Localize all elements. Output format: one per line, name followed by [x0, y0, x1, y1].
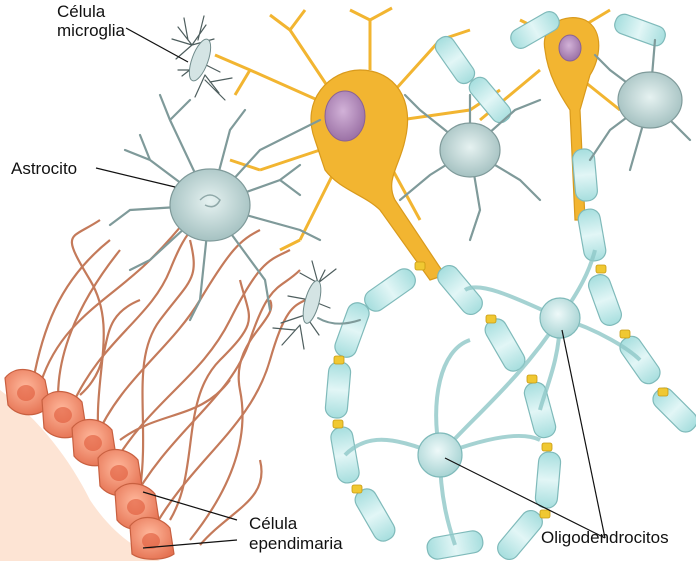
label-oligodendrocytes: Oligodendrocitos: [541, 528, 669, 548]
label-ependymal-line1: Célula: [249, 514, 297, 534]
neuron-cells: [215, 8, 620, 280]
label-astrocyte: Astrocito: [11, 159, 77, 179]
microglia-leader-line: [126, 28, 188, 62]
label-ependymal-line2: ependimaria: [249, 534, 343, 554]
label-microglia-line1: Célula: [57, 2, 105, 22]
label-microglia-line2: microglia: [57, 21, 125, 41]
ependymal-cells: [0, 370, 174, 561]
oligodendrocyte-leader-line-1: [562, 330, 605, 538]
